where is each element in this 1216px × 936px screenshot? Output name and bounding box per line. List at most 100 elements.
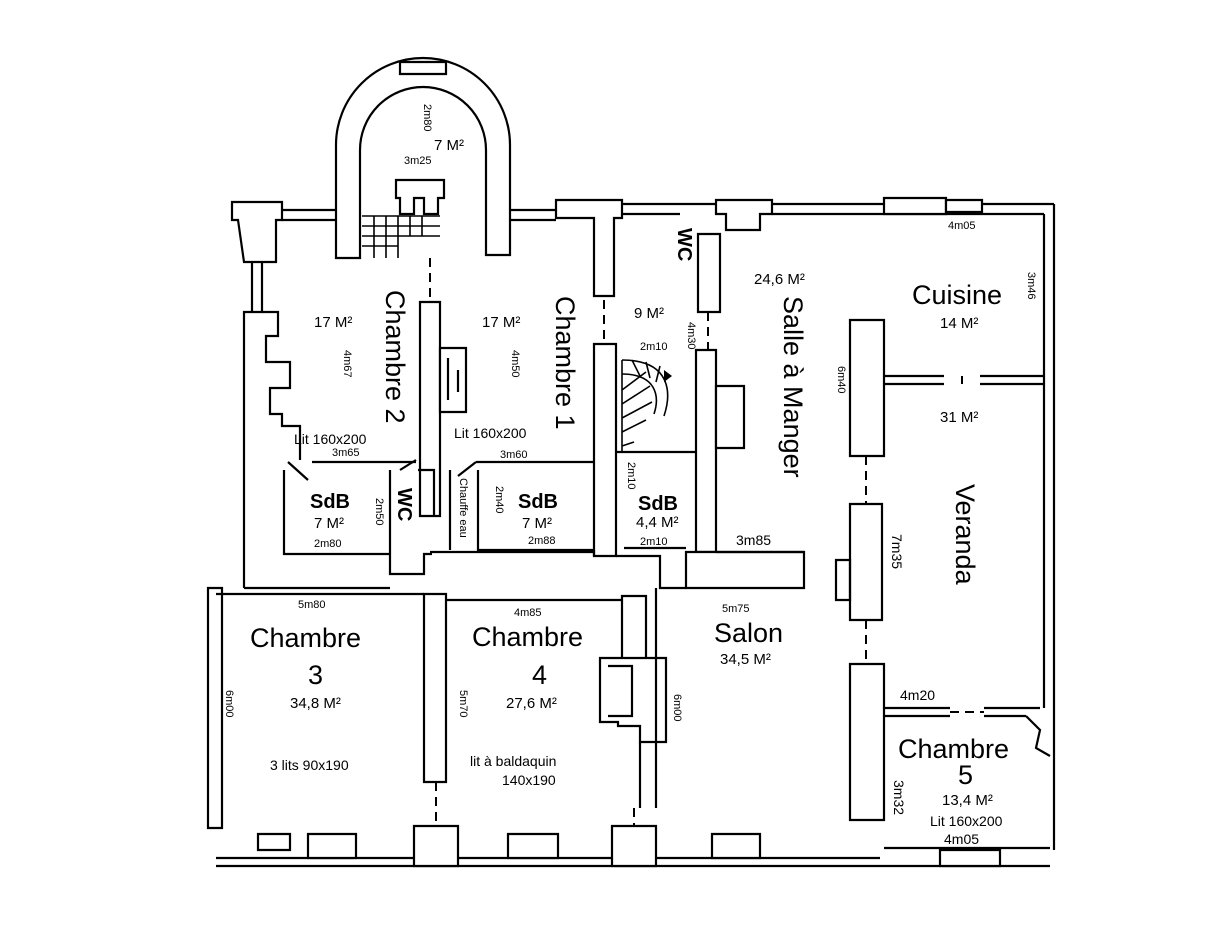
stairs-left-wall	[592, 342, 618, 558]
top-wall-mid	[510, 208, 556, 222]
door-swings-left	[287, 459, 477, 481]
chauffe-eau-label: Chauffe eau	[457, 478, 469, 538]
door-openings	[429, 258, 984, 826]
cuisine-dim-side: 3m46	[1025, 272, 1037, 300]
chambre3-name-2: 3	[308, 660, 323, 690]
top-right-pier	[714, 198, 774, 232]
veranda-upper-pier	[848, 318, 886, 458]
sdb-mid-dim-side: 2m40	[493, 486, 505, 514]
chambre5-right-notch	[1025, 715, 1051, 757]
top-left-pier	[230, 200, 284, 264]
wc-top-name: WC	[673, 228, 695, 261]
salle-name: Salle à Manger	[778, 296, 808, 478]
chambre3-left-wall	[206, 586, 224, 830]
interior-walls	[206, 232, 1051, 850]
bottom-window-1	[256, 832, 292, 852]
top-right-window-2	[944, 198, 984, 214]
chambre3-name-1: Chambre	[250, 623, 361, 653]
top-wall-left	[282, 208, 340, 222]
cuisine-divider	[884, 374, 1044, 386]
chauffe-outline	[448, 470, 594, 552]
veranda-dim-side: 7m35	[889, 534, 905, 569]
chambre3-area: 34,8 M²	[290, 695, 341, 712]
central-spine-wall	[418, 300, 442, 518]
chambre4-lower-wall	[638, 588, 658, 808]
chambre1-area: 17 M²	[482, 314, 520, 331]
chambre2-left-recess	[262, 310, 302, 460]
bottom-window-7	[938, 848, 1002, 868]
chambre5-area: 13,4 M²	[942, 792, 993, 809]
chambre4-dim-right: 6m00	[671, 694, 683, 722]
cuisine-name: Cuisine	[912, 280, 1002, 310]
chambre2-dim: 4m67	[341, 350, 353, 378]
chambre4-bed-2: 140x190	[502, 772, 556, 788]
veranda-area: 31 M²	[940, 409, 978, 426]
sdb-right-dim-side: 2m10	[625, 462, 637, 490]
chambre4-dim-top: 4m85	[514, 607, 542, 619]
veranda-lower-pier	[848, 502, 884, 622]
staircases	[362, 215, 672, 452]
chambre2-name: Chambre 2	[380, 290, 410, 424]
main-staircase	[621, 359, 672, 452]
bottom-window-4	[506, 832, 560, 860]
bottom-window-3	[412, 824, 460, 868]
chambre2-area: 17 M²	[314, 314, 352, 331]
sdb-mid-area: 7 M²	[522, 515, 552, 532]
veranda-name: Veranda	[950, 484, 980, 586]
chambre5-left-pier	[848, 662, 886, 822]
cuisine-area: 14 M²	[940, 315, 978, 332]
tower-staircase	[362, 215, 440, 258]
chambre4-area: 27,6 M²	[506, 695, 557, 712]
top-mid-pier	[554, 198, 624, 298]
wc-top-pier	[696, 232, 722, 314]
chambre3-beds: 3 lits 90x190	[270, 757, 349, 773]
sdb-left-dim-side: 2m50	[373, 498, 385, 526]
tower-dim-horizontal: 3m25	[404, 155, 432, 167]
labels: 7 M² 2m80 3m25 Chambre 2 17 M² 4m67 Lit …	[223, 104, 1037, 847]
stairs-room-dim-side: 4m30	[685, 322, 697, 350]
sdb-right-area: 4,4 M²	[636, 514, 679, 531]
chambre4-bed-1: lit à baldaquin	[470, 753, 556, 769]
bottom-window-6	[710, 832, 762, 860]
salle-dim-side: 6m40	[835, 366, 847, 394]
chambre3-dim-side: 6m00	[223, 690, 235, 718]
salle-area: 24,6 M²	[754, 271, 805, 288]
chambre4-name-2: 4	[532, 660, 547, 690]
sdb-left-area: 7 M²	[314, 515, 344, 532]
stairs-room-area: 9 M²	[634, 305, 664, 322]
chambre5-dim-bottom: 4m05	[944, 831, 979, 847]
chambre1-name: Chambre 1	[550, 296, 580, 430]
chambre1-dim: 4m50	[509, 350, 521, 378]
chambre1-pier	[438, 346, 468, 414]
wc-left-name: WC	[393, 488, 415, 521]
top-right-window	[882, 196, 948, 216]
sdb-right-name: SdB	[638, 493, 678, 515]
sdb-mid-name: SdB	[518, 491, 558, 513]
door-veranda	[865, 376, 963, 504]
bottom-window-5	[610, 824, 658, 868]
chambre5-dim-top: 4m20	[900, 687, 935, 703]
sdb-left-dim-bottom: 2m80	[314, 538, 342, 550]
left-wall-upper	[242, 262, 264, 588]
chambre5-name-2: 5	[958, 760, 973, 790]
bottom-window-2	[306, 832, 358, 860]
sdb-right-dim-bottom: 2m10	[640, 536, 668, 548]
tower-dim-vertical: 2m80	[421, 104, 433, 132]
tower-top-window	[398, 60, 448, 76]
sdb-left-name: SdB	[310, 491, 350, 513]
right-wall	[1042, 204, 1056, 850]
chambre3-right-wall	[422, 592, 448, 784]
tower-area: 7 M²	[434, 137, 464, 154]
wc-left-outline	[418, 468, 436, 516]
salon-area: 34,5 M²	[720, 651, 771, 668]
chambre4-dim-left: 5m70	[457, 690, 469, 718]
chambre5-top	[884, 706, 1040, 718]
exterior-walls	[216, 56, 1056, 868]
chambre1-bed: Lit 160x200	[454, 425, 527, 441]
stairs-room-dim-top: 2m10	[640, 341, 668, 353]
chambre4-pier-inner	[608, 664, 634, 718]
chambre1-pier-inner	[446, 358, 460, 400]
chambre3-dim-top: 5m80	[298, 599, 326, 611]
chambre4-name-1: Chambre	[472, 622, 583, 652]
